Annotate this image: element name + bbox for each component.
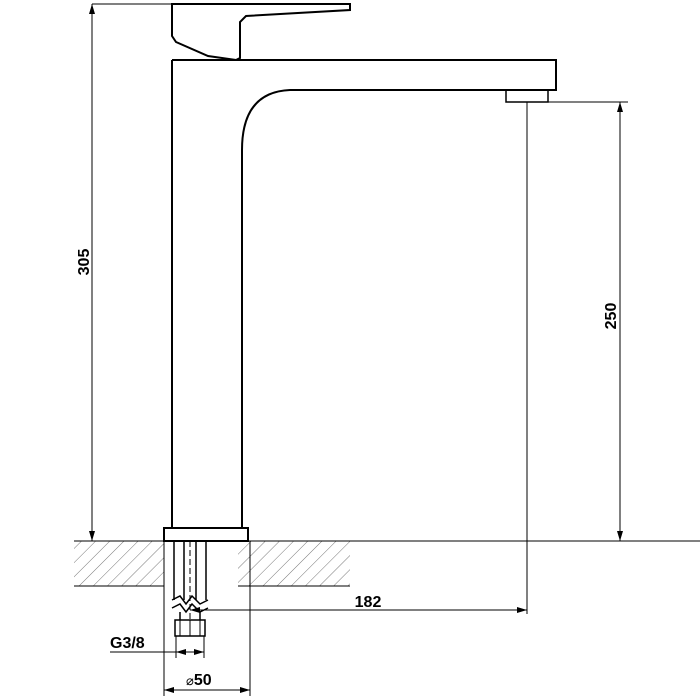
spout bbox=[172, 59, 557, 528]
faucet-base bbox=[163, 527, 249, 542]
diameter-value: 50 bbox=[194, 672, 212, 689]
dimension-connection-thread: G3/8 bbox=[110, 635, 205, 658]
mounting-assembly bbox=[171, 541, 209, 637]
aerator bbox=[505, 89, 549, 103]
spout-reach-label: 182 bbox=[355, 594, 382, 611]
connection-thread-label: G3/8 bbox=[110, 635, 145, 652]
dimension-spout-reach: 182 bbox=[189, 102, 528, 620]
countertop-section bbox=[74, 540, 700, 587]
lever-handle bbox=[171, 3, 351, 62]
faucet-body bbox=[163, 3, 557, 542]
spout-height-label: 250 bbox=[603, 303, 620, 330]
diameter-symbol: ⌀ bbox=[186, 673, 194, 688]
dimension-spout-height: 250 bbox=[548, 101, 628, 541]
dimension-total-height: 305 bbox=[76, 3, 172, 541]
total-height-label: 305 bbox=[76, 249, 93, 276]
hole-diameter-label: ⌀50 bbox=[186, 672, 212, 689]
dimension-hole-diameter: ⌀50 bbox=[163, 541, 251, 696]
